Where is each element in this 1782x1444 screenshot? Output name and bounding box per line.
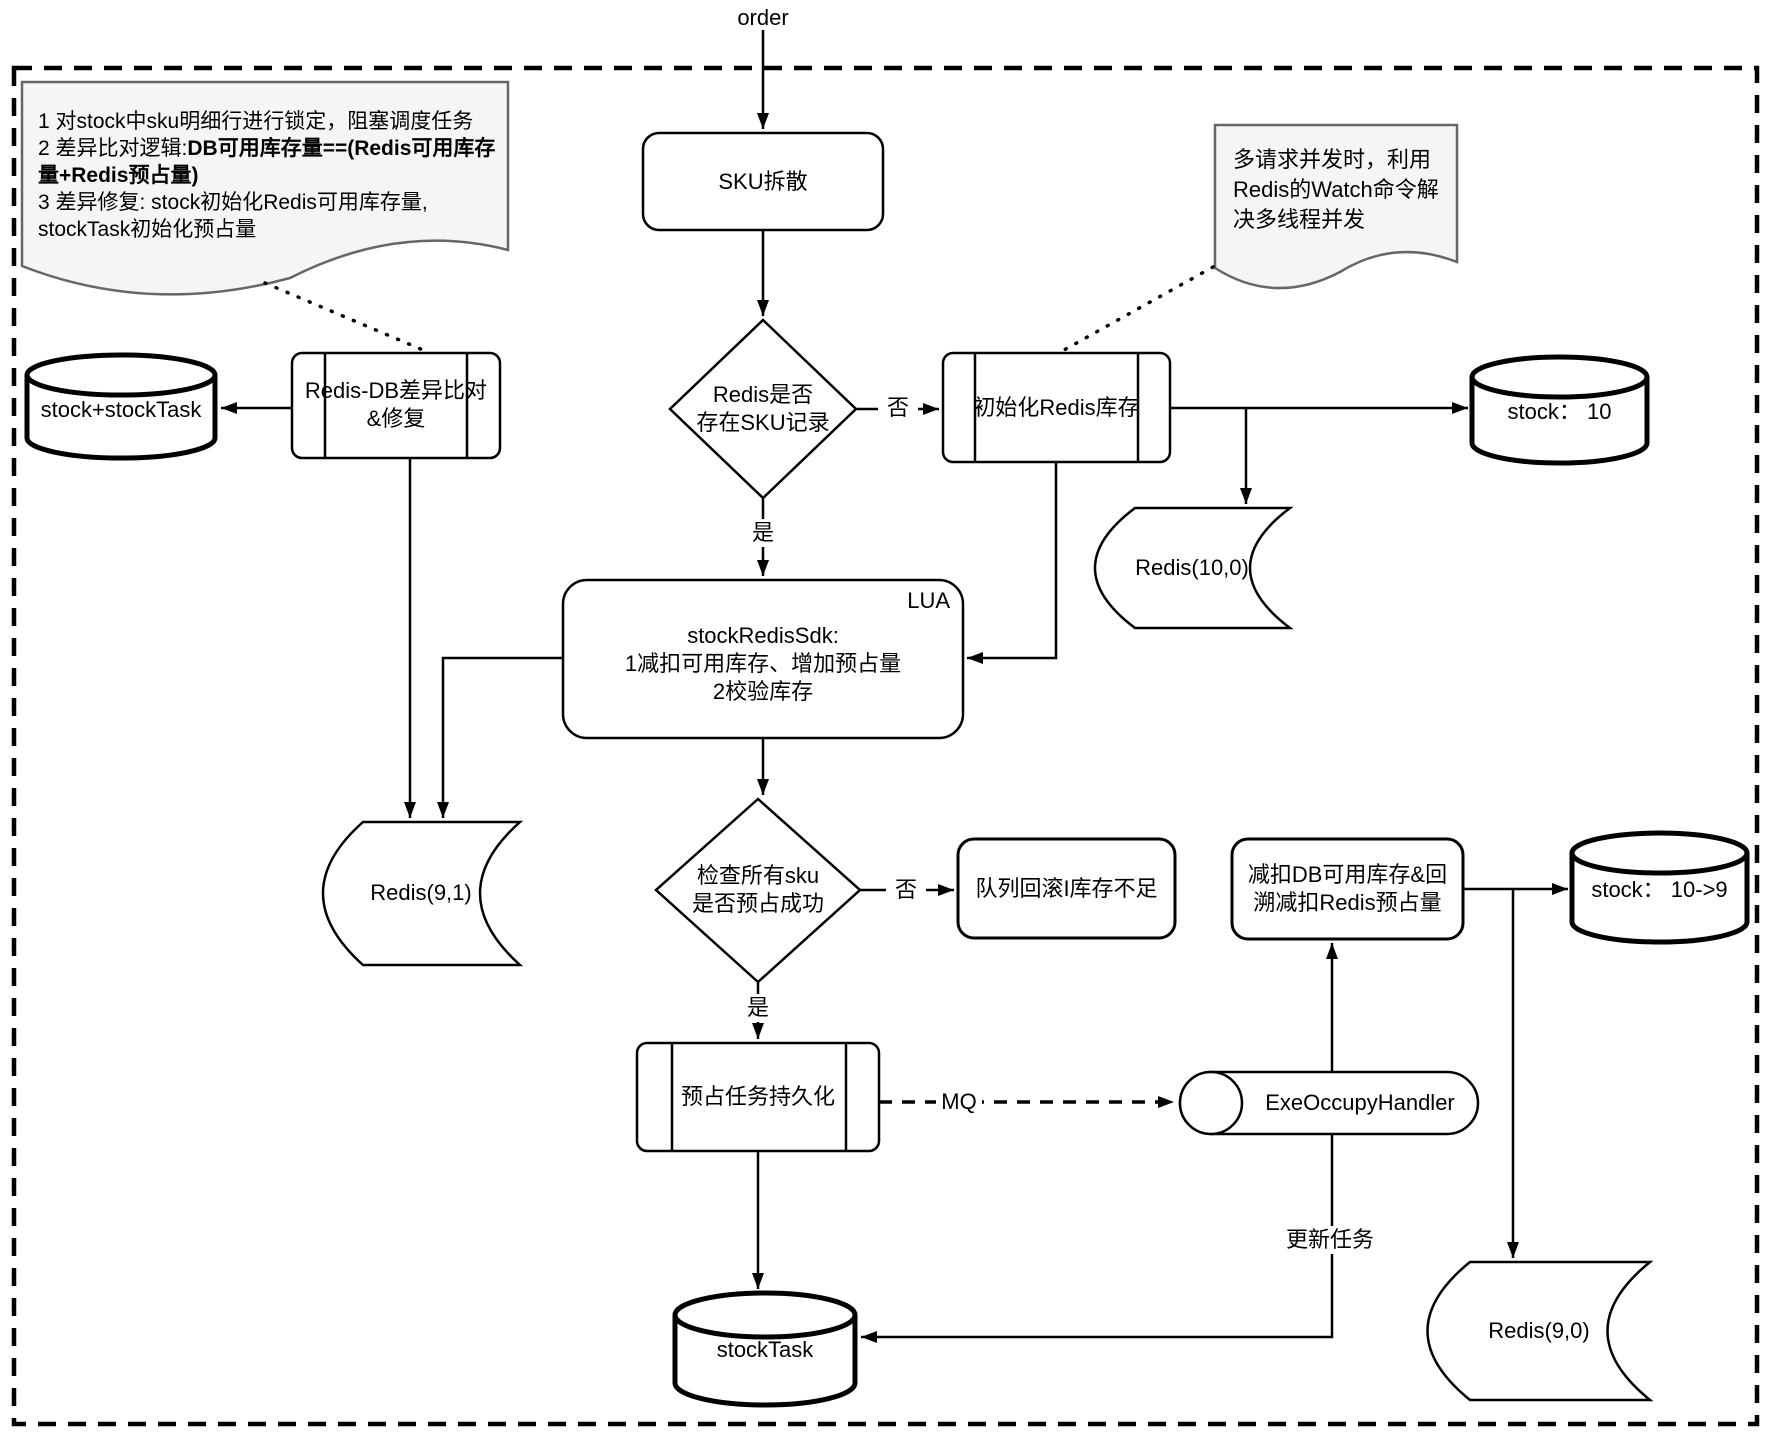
redis-9-0-label: Redis(9,0) (1488, 1318, 1590, 1343)
stock-db-cylinder (1469, 354, 1650, 466)
redis-has-sku-diamond (668, 318, 858, 500)
stock-db-after-label: stock： 10->9 (1591, 877, 1728, 902)
edge-handler-to-stocktask (861, 1134, 1334, 1343)
init-redis-label: 初始化Redis库存 (973, 394, 1140, 420)
edge-lua-to-redis91 (437, 656, 563, 818)
occupy-persist-label: 预占任务持久化 (680, 1084, 835, 1109)
queue-rollback-box (956, 837, 1177, 940)
occupy-persist-box-bars (670, 1043, 848, 1151)
note-left-shape (20, 80, 510, 296)
redis-db-compare-box (290, 351, 502, 460)
lua-sdk-label: stockRedisSdk: 1减扣可用库存、增加预占量 2校验库存 (624, 623, 902, 704)
redis-has-sku-label: Redis是否 存在SKU记录 (696, 382, 830, 435)
check-occupy-label: 检查所有sku 是否预占成功 (691, 863, 824, 916)
deduct-db-label: 减扣DB可用库存&回 溯减扣Redis预占量 (1247, 862, 1448, 915)
sku-split-box (641, 131, 885, 232)
deduct-db-box (1230, 837, 1465, 941)
stock-task-label: stockTask (716, 1337, 814, 1362)
note-left-line4: stockTask初始化预占量 (38, 218, 257, 241)
stock-db-after-cylinder (1569, 830, 1750, 945)
note-left-line1: 1 对stock中sku明细行进行锁定，阻塞调度任务 (38, 110, 474, 133)
exe-occupy-handler-circle (1178, 1070, 1244, 1136)
note-left-line2: 2 差异比对逻辑:DB可用库存量==(Redis可用库存量+Redis预占量) (38, 137, 496, 187)
order-entry-label: order (737, 5, 789, 30)
exe-occupy-handler-label: ExeOccupyHandler (1265, 1090, 1455, 1115)
redis-10-0-label: Redis(10,0) (1135, 555, 1249, 580)
redis-9-1-label: Redis(9,1) (370, 880, 472, 905)
note-left: 1 对stock中sku明细行进行锁定，阻塞调度任务 2 差异比对逻辑:DB可用… (38, 108, 500, 243)
lua-sdk-box (561, 578, 965, 740)
stock-plus-task-label: stock+stockTask (40, 397, 202, 422)
note-left-line3: 3 差异修复: stock初始化Redis可用库存量, (38, 191, 428, 214)
edge-label-no-occupy: 否 (886, 876, 926, 904)
redis-db-compare-box-bars (323, 353, 469, 458)
note-right: 多请求并发时，利用Redis的Watch命令解决多线程并发 (1233, 147, 1439, 232)
stock-plus-task-cylinder (24, 352, 218, 461)
init-redis-box-bars (973, 353, 1140, 462)
lua-tag: LUA (907, 588, 950, 613)
queue-rollback-label: 队列回滚I库存不足 (975, 875, 1158, 901)
occupy-persist-box (635, 1041, 881, 1153)
init-redis-box (941, 351, 1172, 464)
dashed-boundary (11, 65, 1760, 1427)
note-left-link (263, 281, 425, 352)
sku-split-label: SKU拆散 (718, 168, 808, 194)
edge-label-update-task: 更新任务 (1284, 1226, 1376, 1254)
edge-label-yes-occupy: 是 (738, 994, 778, 1022)
stock-task-cylinder (672, 1290, 858, 1408)
edge-label-yes-exists: 是 (743, 519, 783, 547)
redis-9-1-shape (321, 820, 524, 967)
edge-label-mq: MQ (936, 1088, 982, 1116)
redis-10-0-shape (1093, 506, 1294, 630)
note-right-shape (1213, 123, 1459, 290)
check-occupy-diamond (654, 797, 862, 984)
stock-db-label: stock： 10 (1507, 399, 1612, 424)
redis-db-compare-label: Redis-DB差异比对 &修复 (304, 377, 488, 431)
edge-init-to-lua (967, 462, 1058, 664)
note-right-link (1062, 265, 1215, 352)
edge-label-no-exists: 否 (878, 394, 918, 422)
note-left-line2-bold: DB可用库存量==(Redis可用库存量+Redis预占量) (38, 137, 496, 187)
redis-9-0-shape (1426, 1260, 1654, 1402)
